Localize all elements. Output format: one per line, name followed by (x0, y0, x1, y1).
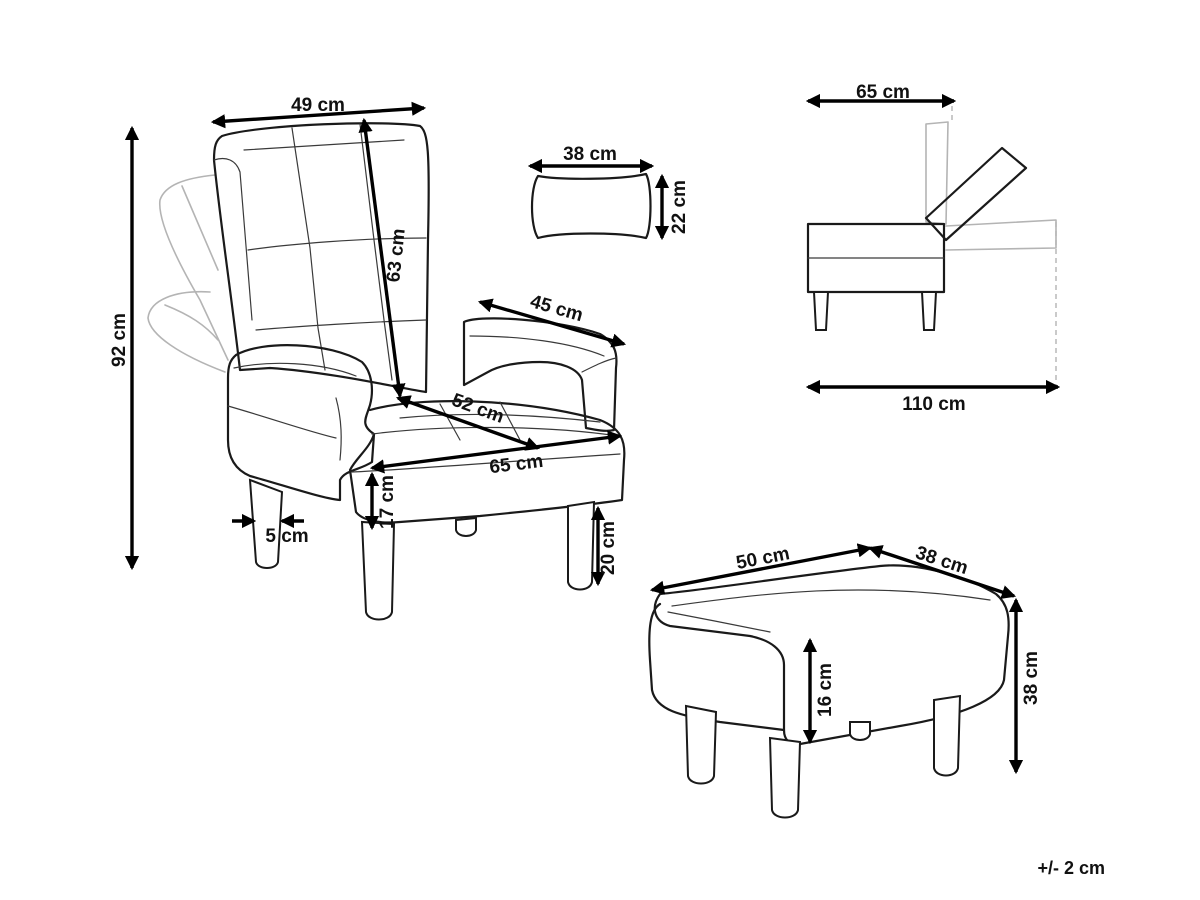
label-leg-width: 5 cm (265, 526, 308, 547)
label-seat-depth: 52 cm (449, 390, 507, 428)
reclined-backrest-ghost (147, 174, 229, 373)
label-chair-height: 92 cm (109, 313, 130, 367)
label-pillow-height: 22 cm (669, 180, 690, 234)
label-pillow-width: 38 cm (563, 144, 617, 165)
label-side-depth: 65 cm (856, 82, 910, 103)
label-ottoman-cushion: 16 cm (815, 663, 836, 717)
armchair-drawing (147, 122, 626, 621)
label-seat-thickness: 17 cm (377, 475, 398, 529)
label-side-reclined-length: 110 cm (902, 394, 965, 415)
label-ottoman-height: 38 cm (1021, 651, 1042, 705)
label-chair-width: 49 cm (291, 95, 345, 116)
label-seat-width: 65 cm (488, 451, 544, 478)
label-backrest-height: 63 cm (383, 228, 410, 284)
tolerance-note: +/- 2 cm (1037, 858, 1105, 878)
ottoman-drawing (648, 564, 1010, 819)
pillow-drawing (530, 172, 652, 240)
side-view-drawing (806, 106, 1057, 388)
dimension-arrows (124, 93, 1061, 775)
label-leg-height: 20 cm (598, 521, 619, 575)
